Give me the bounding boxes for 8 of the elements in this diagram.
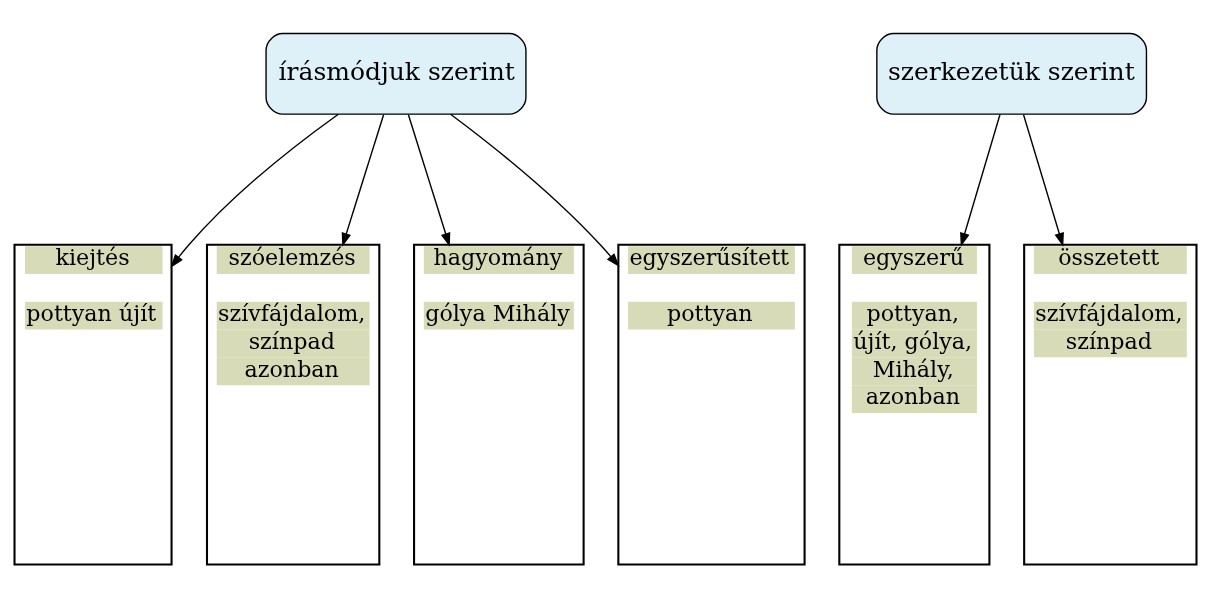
node-box: írásmódjuk szerint (265, 32, 527, 115)
arrow (1022, 113, 1064, 247)
arrow (449, 113, 620, 267)
arrow (341, 113, 385, 247)
arrow (170, 113, 339, 268)
arrow (407, 113, 451, 247)
node-box: szerkezetük szerint (876, 32, 1148, 115)
arrow (960, 113, 1001, 247)
